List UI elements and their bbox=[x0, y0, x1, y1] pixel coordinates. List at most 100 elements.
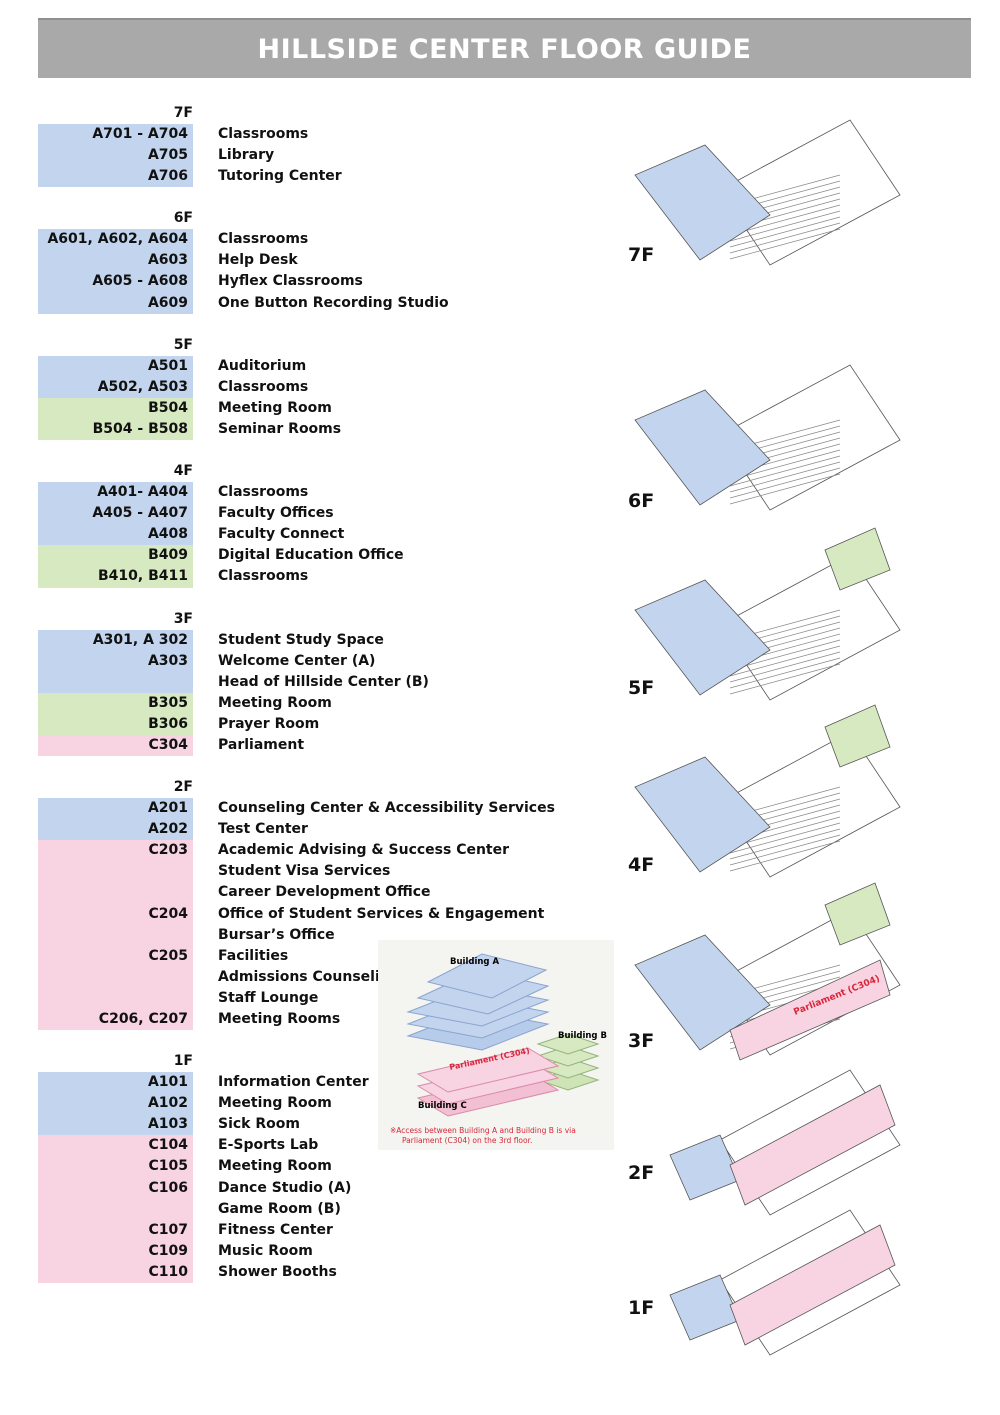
room-row: Admissions Counseling bbox=[38, 966, 598, 988]
room-code: A103 bbox=[38, 1114, 193, 1136]
room-code: A501 bbox=[38, 355, 193, 377]
room-name: Parliament bbox=[218, 736, 305, 753]
floor-plan-maps: Parliament (C304) bbox=[634, 119, 901, 1356]
room-name: Bursar’s Office bbox=[218, 926, 335, 943]
room-code: B504 - B508 bbox=[38, 418, 193, 441]
room-row: Staff Lounge bbox=[38, 987, 598, 1009]
room-code: C206, C207 bbox=[38, 1009, 193, 1031]
room-row: C304 Parliament bbox=[38, 734, 598, 757]
floor-heading-4f: 4F bbox=[173, 463, 193, 480]
room-code: A401- A404 bbox=[38, 482, 193, 504]
map-label-5f: 5F bbox=[628, 677, 655, 699]
room-code: A303 bbox=[38, 650, 193, 672]
room-name: E-Sports Lab bbox=[218, 1137, 319, 1154]
floor-plan-stripes-7f bbox=[729, 204, 841, 236]
room-code: C110 bbox=[38, 1261, 193, 1284]
room-code bbox=[38, 861, 193, 883]
room-row: B504 Meeting Room bbox=[38, 397, 598, 419]
floor-plan-outline-7f bbox=[719, 119, 901, 266]
floor-plan-building-c-1f bbox=[729, 1224, 896, 1346]
room-row: C110 Shower Booths bbox=[38, 1261, 598, 1284]
floor-plan-stripes-6f bbox=[729, 473, 841, 505]
floor-plan-stripes-5f bbox=[729, 651, 841, 683]
room-row: Game Room (B) bbox=[38, 1198, 598, 1220]
room-name: Meeting Room bbox=[218, 694, 332, 711]
map-label-6f: 6F bbox=[628, 490, 655, 512]
floor-heading-1f: 1F bbox=[173, 1053, 193, 1070]
room-name: Welcome Center (A) bbox=[218, 652, 376, 669]
room-row: C107 Fitness Center bbox=[38, 1219, 598, 1241]
floor-heading-6f: 6F bbox=[173, 210, 193, 227]
floor-plan-outline-4f bbox=[719, 731, 901, 878]
room-name: Student Study Space bbox=[218, 631, 384, 648]
room-name: Shower Booths bbox=[218, 1263, 337, 1280]
room-name: Seminar Rooms bbox=[218, 420, 342, 437]
room-name: Faculty Connect bbox=[218, 526, 345, 543]
floor-plan-stripes-5f bbox=[729, 663, 841, 695]
room-row: A103 Sick Room bbox=[38, 1114, 598, 1136]
room-name: Facilities bbox=[218, 947, 289, 964]
inset-building-a-label: Building A bbox=[450, 957, 499, 967]
floor-plan-stripes-6f bbox=[729, 455, 841, 487]
room-code bbox=[38, 882, 193, 904]
room-row: B305 Meeting Room bbox=[38, 692, 598, 714]
room-name: Music Room bbox=[218, 1242, 313, 1259]
floor-plan-outline-5f bbox=[719, 554, 901, 701]
map-label-4f: 4F bbox=[628, 854, 655, 876]
floor-plan-building-c-3f bbox=[729, 959, 891, 1061]
floor-plan-stripes-4f bbox=[729, 822, 841, 854]
map-label-2f: 2F bbox=[628, 1162, 655, 1184]
floor-plan-stripes-4f bbox=[729, 816, 841, 848]
floor-plan-stripes-6f bbox=[729, 449, 841, 481]
floor-plan-stripes-4f bbox=[729, 834, 841, 866]
room-code: A202 bbox=[38, 819, 193, 841]
floor-gap bbox=[38, 588, 598, 609]
floor-plan-stripes-6f bbox=[729, 461, 841, 493]
floor-plan-building-b-3f bbox=[824, 882, 891, 946]
room-code: A101 bbox=[38, 1072, 193, 1094]
room-name: Faculty Offices bbox=[218, 505, 334, 522]
room-name: Tutoring Center bbox=[218, 168, 342, 185]
room-code: A705 bbox=[38, 145, 193, 167]
room-row: Head of Hillside Center (B) bbox=[38, 671, 598, 693]
floor-plan-building-a-7f bbox=[634, 144, 771, 261]
room-name: Fitness Center bbox=[218, 1221, 333, 1238]
room-code: C107 bbox=[38, 1219, 193, 1241]
floor-plan-stripes-4f bbox=[729, 828, 841, 860]
room-code: C304 bbox=[38, 734, 193, 757]
room-code bbox=[38, 671, 193, 693]
floor-heading-7f: 7F bbox=[173, 105, 193, 121]
room-name: Meeting Room bbox=[218, 399, 332, 416]
room-name: Classrooms bbox=[218, 484, 309, 501]
building-inset: Building A Building B Parliament (C304) … bbox=[378, 940, 614, 1150]
inset-building-c-label: Building C bbox=[418, 1101, 467, 1111]
room-code: B504 bbox=[38, 397, 193, 419]
room-code: A609 bbox=[38, 292, 193, 314]
room-code: B305 bbox=[38, 692, 193, 714]
room-row: A401- A404 Classrooms bbox=[38, 482, 598, 504]
floor-plan-stripes-4f bbox=[729, 840, 841, 872]
room-name: Sick Room bbox=[218, 1116, 300, 1133]
building-a-shape bbox=[406, 953, 550, 1051]
floor-plan-stripes-5f bbox=[729, 645, 841, 677]
room-name: Classrooms bbox=[218, 231, 309, 248]
map-label-1f: 1F bbox=[628, 1297, 655, 1319]
room-name: Hyflex Classrooms bbox=[218, 273, 363, 290]
